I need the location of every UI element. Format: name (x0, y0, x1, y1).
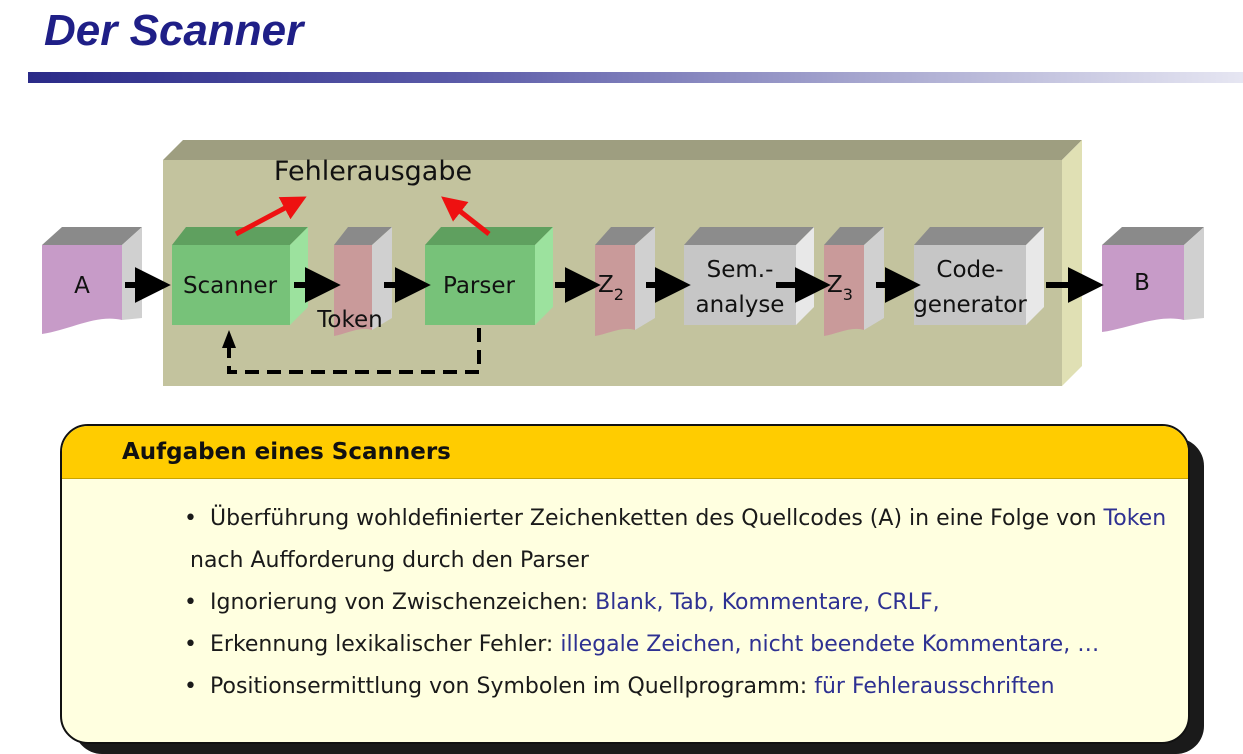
target-label: B (1134, 270, 1150, 296)
target-document-b (1102, 227, 1204, 332)
error-arrows (234, 196, 491, 237)
title-underline (28, 72, 1243, 83)
source-label: A (74, 273, 90, 299)
callout-header: Aufgaben eines Scanners (62, 426, 1188, 479)
feedback-arrow (222, 328, 481, 374)
list-item: • Überführung wohldefinierter Zeichenket… (182, 498, 1172, 582)
sem-label-line1: Sem.- (707, 257, 774, 283)
item-text-continuation: nach Aufforderung durch den Parser (190, 548, 589, 573)
compiler-pipeline-diagram: A Scanner Token Parser Z2 Sem.- analyse (42, 140, 1204, 386)
parser-label: Parser (443, 273, 516, 299)
item-accent: Blank, Tab, Kommentare, CRLF, (595, 590, 940, 615)
item-text: Positionsermittlung von Symbolen im Quel… (210, 674, 815, 699)
bullet-icon: • (184, 506, 197, 531)
z2-letter: Z (598, 272, 614, 298)
error-output-label: Fehlerausgabe (274, 156, 472, 187)
item-accent: für Fehlerausschriften (814, 674, 1055, 699)
code-label-line2: generator (913, 292, 1027, 318)
bullet-icon: • (184, 590, 197, 615)
callout-title: Aufgaben eines Scanners (122, 439, 451, 465)
code-label-line1: Code- (936, 257, 1003, 283)
scanner-tasks-callout: Aufgaben eines Scanners • Überführung wo… (60, 424, 1190, 744)
sem-label-line2: analyse (696, 292, 785, 318)
z2-document (595, 227, 655, 336)
item-text: Ignorierung von Zwischenzeichen: (210, 590, 596, 615)
z3-subscript: 3 (843, 285, 853, 304)
token-label: Token (316, 307, 382, 333)
item-accent: Token (1103, 506, 1167, 531)
parser-box (425, 227, 553, 325)
z3-document (824, 227, 884, 336)
code-generator-box (914, 227, 1044, 325)
list-item: • Ignorierung von Zwischenzeichen: Blank… (182, 582, 1172, 624)
source-document-a (42, 227, 142, 334)
scanner-box (172, 227, 308, 325)
task-list: • Überführung wohldefinierter Zeichenket… (182, 498, 1172, 708)
item-text: Erkennung lexikalischer Fehler: (210, 632, 561, 657)
list-item: • Positionsermittlung von Symbolen im Qu… (182, 666, 1172, 708)
z2-label: Z2 (598, 272, 624, 304)
z2-subscript: 2 (614, 285, 624, 304)
error-arrow-scanner (234, 196, 307, 237)
item-text: Überführung wohldefinierter Zeichenkette… (210, 506, 1104, 531)
list-item: • Erkennung lexikalischer Fehler: illega… (182, 624, 1172, 666)
z3-letter: Z (827, 272, 843, 298)
z3-label: Z3 (827, 272, 853, 304)
slide-title: Der Scanner (44, 6, 304, 55)
error-arrow-parser (441, 196, 491, 236)
item-accent: illegale Zeichen, nicht beendete Komment… (560, 632, 1100, 657)
bullet-icon: • (184, 632, 197, 657)
bullet-icon: • (184, 674, 197, 699)
scanner-label: Scanner (183, 273, 278, 299)
token-document (334, 227, 392, 336)
